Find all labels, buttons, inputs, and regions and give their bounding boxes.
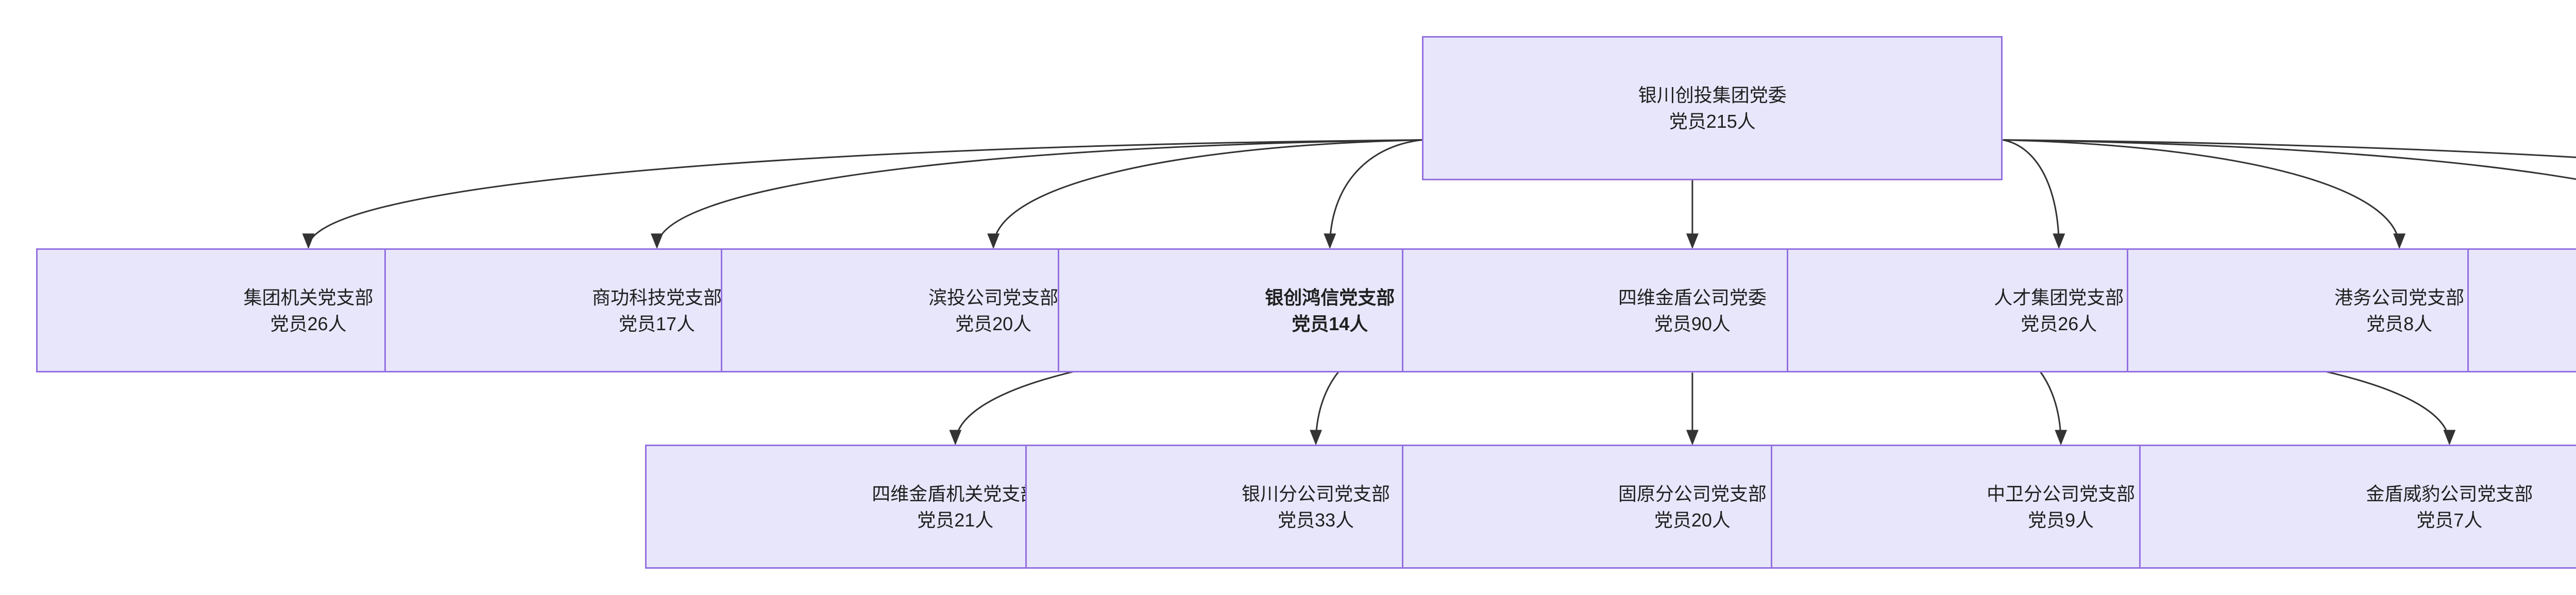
org-node-title: 商功科技党支部 bbox=[592, 286, 722, 308]
org-node-member-count: 党员90人 bbox=[1654, 313, 1731, 334]
org-edge-root-to-gangwu bbox=[2003, 139, 2406, 249]
org-node-member-count: 党员17人 bbox=[619, 313, 696, 334]
org-node-member-count: 党员20人 bbox=[955, 313, 1032, 334]
org-node-title: 四维金盾公司党委 bbox=[1618, 286, 1767, 308]
org-edge-root-to-yinchuang-hongxin bbox=[1324, 139, 1422, 249]
org-node-title: 四维金盾机关党支部 bbox=[872, 483, 1039, 504]
org-node-title: 集团机关党支部 bbox=[243, 286, 374, 308]
org-edge-root-to-renzi bbox=[2003, 139, 2576, 180]
org-node-title: 人才集团党支部 bbox=[1994, 286, 2124, 308]
org-node-member-count: 党员21人 bbox=[917, 509, 994, 531]
org-node-member-count: 党员14人 bbox=[1292, 313, 1368, 334]
org-node-member-count: 党员26人 bbox=[270, 313, 347, 334]
org-node-renzi[interactable]: 人资公司党支部党员5人 bbox=[2467, 248, 2576, 373]
org-edge-root-to-landun bbox=[2003, 139, 2576, 158]
org-node-title: 金盾威豹公司党支部 bbox=[2366, 483, 2533, 504]
org-edge-root-to-shanggong-keji bbox=[651, 139, 1422, 249]
org-node-title: 银创鸿信党支部 bbox=[1265, 286, 1395, 308]
org-node-title: 港务公司党支部 bbox=[2334, 286, 2465, 308]
org-node-member-count: 党员7人 bbox=[2416, 509, 2483, 531]
org-edge-root-to-bintou bbox=[987, 139, 1422, 249]
org-node-member-count: 党员9人 bbox=[2028, 509, 2094, 531]
org-node-title: 银川分公司党支部 bbox=[1242, 483, 1391, 504]
org-node-member-count: 党员8人 bbox=[2366, 313, 2433, 334]
org-node-member-count: 党员33人 bbox=[1278, 509, 1354, 531]
org-node-jindun-weibao[interactable]: 金盾威豹公司党支部党员7人 bbox=[2139, 445, 2576, 569]
org-node-title: 固原分公司党支部 bbox=[1618, 483, 1767, 504]
org-node-member-count: 党员26人 bbox=[2021, 313, 2097, 334]
org-edge-root-to-jituan-jiguan bbox=[302, 139, 1422, 249]
org-node-title: 滨投公司党支部 bbox=[928, 286, 1059, 308]
org-node-title: 银川创投集团党委 bbox=[1638, 84, 1787, 106]
org-node-title: 中卫分公司党支部 bbox=[1987, 483, 2136, 504]
org-node-member-count: 党员215人 bbox=[1669, 111, 1756, 132]
org-node-member-count: 党员20人 bbox=[1654, 509, 1731, 531]
org-edge-root-to-rencai-jituan bbox=[2003, 139, 2065, 249]
org-node-root[interactable]: 银川创投集团党委党员215人 bbox=[1422, 36, 2003, 180]
